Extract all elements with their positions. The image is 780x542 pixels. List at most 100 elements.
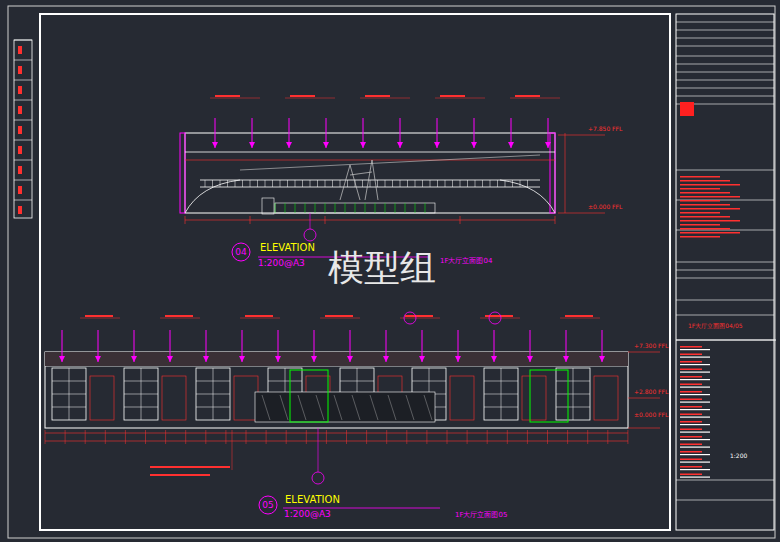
field-value-mark [680, 387, 710, 388]
field-value-mark [680, 402, 710, 403]
balustrade [242, 180, 243, 187]
dimension-tick [406, 430, 407, 444]
field-value-mark [680, 447, 710, 448]
balustrade [407, 180, 408, 187]
strip-divider [14, 80, 32, 81]
field-mark [680, 421, 702, 423]
strip-divider [14, 60, 32, 61]
balustrade [475, 180, 476, 187]
title-row [676, 96, 774, 97]
outer-frame [8, 6, 775, 538]
hatch [424, 395, 432, 420]
balustrade [497, 180, 498, 187]
title-row [676, 315, 774, 316]
field-mark [680, 399, 702, 401]
window-mullion [501, 368, 502, 420]
note-text-mark [680, 192, 730, 194]
note-text-mark [680, 188, 720, 190]
field-value-mark [680, 379, 710, 380]
callout-leader [80, 318, 120, 319]
balustrade [317, 180, 318, 187]
callout-text-mark [565, 315, 593, 317]
base-panel-grid [425, 203, 426, 213]
balustrade [310, 180, 311, 187]
balustrade [250, 180, 251, 187]
balustrade [400, 180, 401, 187]
arrow-head [275, 356, 281, 362]
dimension-tick [105, 430, 106, 444]
drawing-line [185, 152, 555, 153]
dimension-tick [386, 430, 387, 444]
balustrade [212, 180, 213, 187]
elevation-title: ELEVATION [260, 243, 315, 253]
strip-mark [18, 186, 22, 194]
field-value-mark [680, 394, 710, 395]
base-panel-grid [315, 203, 316, 213]
balustrade [430, 180, 431, 187]
dimension-tick [567, 430, 568, 444]
strip-divider [14, 160, 32, 161]
level-mark: ±0.000 FFL [634, 412, 668, 418]
callout-text-mark [215, 95, 240, 97]
window-mullion [573, 368, 574, 420]
balustrade [287, 180, 288, 187]
dimension-tick [246, 430, 247, 444]
sculpture [340, 160, 378, 200]
note-text-mark [680, 232, 740, 234]
window-mullion [141, 368, 142, 420]
level-mark: +2.800 FFL [634, 389, 668, 395]
note-text-mark [680, 236, 720, 238]
drawing-line [185, 160, 555, 161]
note-text-mark [680, 180, 730, 182]
highlight-frame [290, 370, 328, 422]
strip-mark [18, 126, 22, 134]
section-leader [310, 213, 311, 229]
dimension-tick [165, 430, 166, 444]
window-frame [556, 368, 590, 420]
note-text-mark [680, 224, 720, 226]
callout-text-mark [440, 95, 465, 97]
arrow-head [249, 142, 255, 148]
field-mark [680, 444, 702, 446]
drawing-name: 1F大厅立面图05 [455, 512, 507, 519]
title-row [676, 340, 776, 341]
level-line [558, 135, 605, 136]
section-marker [404, 312, 416, 324]
field-value-mark [680, 364, 710, 365]
arrow-head [203, 356, 209, 362]
window-mullion [213, 368, 214, 420]
wall-section [550, 133, 555, 213]
base-panel-grid [285, 203, 286, 213]
dimension-tick [507, 430, 508, 444]
field-value-mark [680, 417, 710, 418]
reception-counter [255, 392, 435, 422]
window-frame [196, 368, 230, 420]
note-text-mark [680, 208, 740, 210]
base-panel-grid [395, 203, 396, 213]
view-marker: 04 [231, 242, 251, 262]
note-text-mark [680, 184, 740, 186]
base-panel-grid [415, 203, 416, 213]
strip-mark [18, 106, 22, 114]
balustrade [445, 180, 446, 187]
balustrade [415, 180, 416, 187]
callout-text-mark [150, 466, 230, 468]
title-row [676, 480, 774, 481]
base-panel-grid [295, 203, 296, 213]
scale-note: 1:200@A3 [258, 259, 305, 268]
field-mark [680, 376, 702, 378]
note-text-mark [680, 200, 720, 202]
balustrade [452, 180, 453, 187]
balustrade [332, 180, 333, 187]
strip-mark [18, 66, 22, 74]
dimension-tick [326, 430, 327, 444]
ceiling-band [45, 352, 628, 366]
arrow-head [397, 142, 403, 148]
wall-panel [522, 376, 546, 420]
dimension-tick [266, 430, 267, 444]
balustrade [227, 180, 228, 187]
level-mark: ±0.000 FFL [588, 204, 622, 210]
arrow-head [286, 142, 292, 148]
balustrade [325, 180, 326, 187]
level-line [628, 352, 660, 353]
